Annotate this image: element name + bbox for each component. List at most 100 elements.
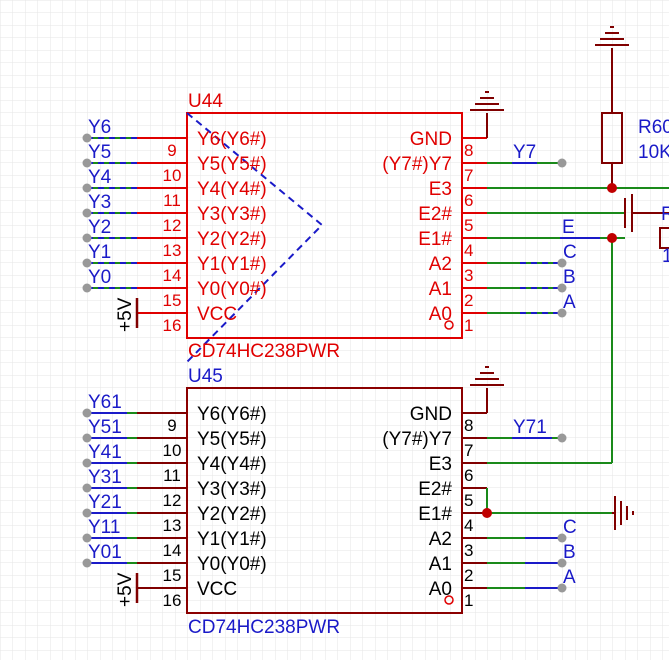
net-label[interactable]: Y4 <box>88 167 112 188</box>
u45-left-pin[interactable]: Y0(Y0#) 15 <box>137 554 267 585</box>
net-label[interactable]: Y11 <box>88 517 120 538</box>
net-endpoint[interactable] <box>82 433 92 443</box>
net-endpoint[interactable] <box>557 558 567 568</box>
net-label[interactable]: Y6 <box>88 117 111 138</box>
pin-name: Y2(Y2#) <box>197 229 267 250</box>
u44-left-pin[interactable]: Y6(Y6#) 9 <box>137 129 267 160</box>
u45-left-pin[interactable]: Y2(Y2#) 13 <box>137 504 267 535</box>
junction-dot <box>482 508 492 518</box>
u45-right-pin[interactable]: A0 1 <box>429 579 487 610</box>
net-endpoint[interactable] <box>557 583 567 593</box>
u44-part[interactable]: CD74HC238PWR <box>188 341 340 362</box>
u45-right-pin[interactable]: E2# 5 <box>418 479 487 510</box>
net-label[interactable]: B <box>563 267 576 288</box>
u44-left-pin[interactable]: Y2(Y2#) 13 <box>137 229 267 260</box>
u44-left-pin[interactable]: Y1(Y1#) 14 <box>137 254 267 285</box>
net-label[interactable]: Y3 <box>88 192 111 213</box>
u45-body[interactable] <box>186 387 463 614</box>
net-label[interactable]: Y01 <box>88 542 122 563</box>
u44-left-pin[interactable]: Y3(Y3#) 12 <box>137 204 267 235</box>
u44-right-pin[interactable]: (Y7#)Y7 7 <box>382 154 487 185</box>
net-label[interactable]: C <box>563 517 577 538</box>
pin-number: 2 <box>464 291 473 310</box>
u44-right-pin[interactable]: A1 2 <box>429 279 487 310</box>
net-label[interactable]: Y1 <box>88 242 111 263</box>
u44-right-pin[interactable]: E3 6 <box>429 179 487 210</box>
transistor-symbol[interactable] <box>624 194 669 249</box>
u45-left-pin[interactable]: Y3(Y3#) 12 <box>137 479 267 510</box>
pin-number: 6 <box>464 191 473 210</box>
net-label[interactable]: B <box>563 542 576 563</box>
net-endpoint[interactable] <box>557 433 567 443</box>
u45-gnd-symbol[interactable] <box>470 366 504 413</box>
net-label[interactable]: Y31 <box>88 467 122 488</box>
net-label[interactable]: A <box>563 292 576 313</box>
u45-left-pin[interactable]: Y5(Y5#) 10 <box>137 429 267 460</box>
net-label[interactable]: E <box>562 217 575 238</box>
net-label[interactable]: Y2 <box>88 217 111 238</box>
net-endpoint[interactable] <box>82 283 92 293</box>
net-endpoint[interactable] <box>82 483 92 493</box>
u45-enable-gnd-symbol[interactable] <box>612 496 634 530</box>
net-endpoint[interactable] <box>82 183 92 193</box>
u44-body[interactable] <box>186 112 463 339</box>
u45-vcc-power-symbol[interactable]: +5V <box>115 572 139 607</box>
u45-right-pin[interactable]: A2 3 <box>429 529 487 560</box>
net-label[interactable]: Y61 <box>88 392 122 413</box>
net-label[interactable]: Y21 <box>88 492 122 513</box>
u44-right-pin[interactable]: E2# 5 <box>418 204 487 235</box>
u45-left-pin[interactable]: Y6(Y6#) 9 <box>137 404 267 435</box>
net-label[interactable]: Y5 <box>88 142 111 163</box>
u45-left-pin[interactable]: Y1(Y1#) 14 <box>137 529 267 560</box>
net-label[interactable]: Y7 <box>513 142 536 163</box>
u45-left-pin[interactable]: VCC 16 <box>137 579 237 610</box>
pin-number: 16 <box>163 316 182 335</box>
u44-left-pin[interactable]: VCC 16 <box>137 304 237 335</box>
u45-ref[interactable]: U45 <box>188 366 223 387</box>
u44-right-pin[interactable]: E1# 4 <box>418 229 487 260</box>
u45-right-pin[interactable]: E3 6 <box>429 454 487 485</box>
net-label[interactable]: A <box>563 567 576 588</box>
net-endpoint[interactable] <box>82 258 92 268</box>
net-label[interactable]: Y41 <box>88 442 122 463</box>
u44-right-pin[interactable]: A0 1 <box>429 304 487 335</box>
u44-vcc-power-symbol[interactable]: +5V <box>115 297 139 332</box>
u44-right-pin[interactable]: GND 8 <box>410 129 487 160</box>
u44-right-pin[interactable]: A2 3 <box>429 254 487 285</box>
net-endpoint[interactable] <box>557 533 567 543</box>
u44-chip[interactable]: U44 CD74HC238PWR Y6(Y6#) 9 Y5(Y5#) 10 Y4… <box>137 91 487 363</box>
net-label[interactable]: Y51 <box>88 417 122 438</box>
net-label[interactable]: Y0 <box>88 267 111 288</box>
u44-ref[interactable]: U44 <box>188 91 223 112</box>
u45-right-pin[interactable]: (Y7#)Y7 7 <box>382 429 487 460</box>
net-endpoint[interactable] <box>557 283 567 293</box>
pin-number: 11 <box>163 191 181 210</box>
net-endpoint[interactable] <box>82 558 92 568</box>
net-endpoint[interactable] <box>82 158 92 168</box>
u44-left-pin[interactable]: Y5(Y5#) 10 <box>137 154 267 185</box>
net-label[interactable]: Y71 <box>513 417 547 438</box>
net-label[interactable]: C <box>563 242 577 263</box>
net-endpoint[interactable] <box>82 508 92 518</box>
u45-part[interactable]: CD74HC238PWR <box>188 617 340 638</box>
net-endpoint[interactable] <box>82 408 92 418</box>
power-label: +5V <box>115 572 136 607</box>
net-endpoint[interactable] <box>82 458 92 468</box>
u44-left-pin[interactable]: Y0(Y0#) 15 <box>137 279 267 310</box>
u45-left-pin[interactable]: Y4(Y4#) 11 <box>137 454 267 485</box>
net-endpoint[interactable] <box>557 308 567 318</box>
net-endpoint[interactable] <box>82 533 92 543</box>
net-endpoint[interactable] <box>82 233 92 243</box>
net-endpoint[interactable] <box>82 133 92 143</box>
r60-resistor[interactable]: R60 10K <box>601 75 669 188</box>
net-endpoint[interactable] <box>557 258 567 268</box>
u45-right-pin[interactable]: A1 2 <box>429 554 487 585</box>
u45-right-pin[interactable]: GND 8 <box>410 404 487 435</box>
u44-gnd-symbol[interactable] <box>470 91 504 138</box>
net-endpoint[interactable] <box>557 158 567 168</box>
u45-chip[interactable]: U45 CD74HC238PWR Y6(Y6#) 9 Y5(Y5#) 10 Y4… <box>137 366 487 638</box>
u44-left-pin[interactable]: Y4(Y4#) 11 <box>137 179 267 210</box>
resistor-gnd-symbol[interactable] <box>595 26 629 75</box>
net-endpoint[interactable] <box>82 208 92 218</box>
